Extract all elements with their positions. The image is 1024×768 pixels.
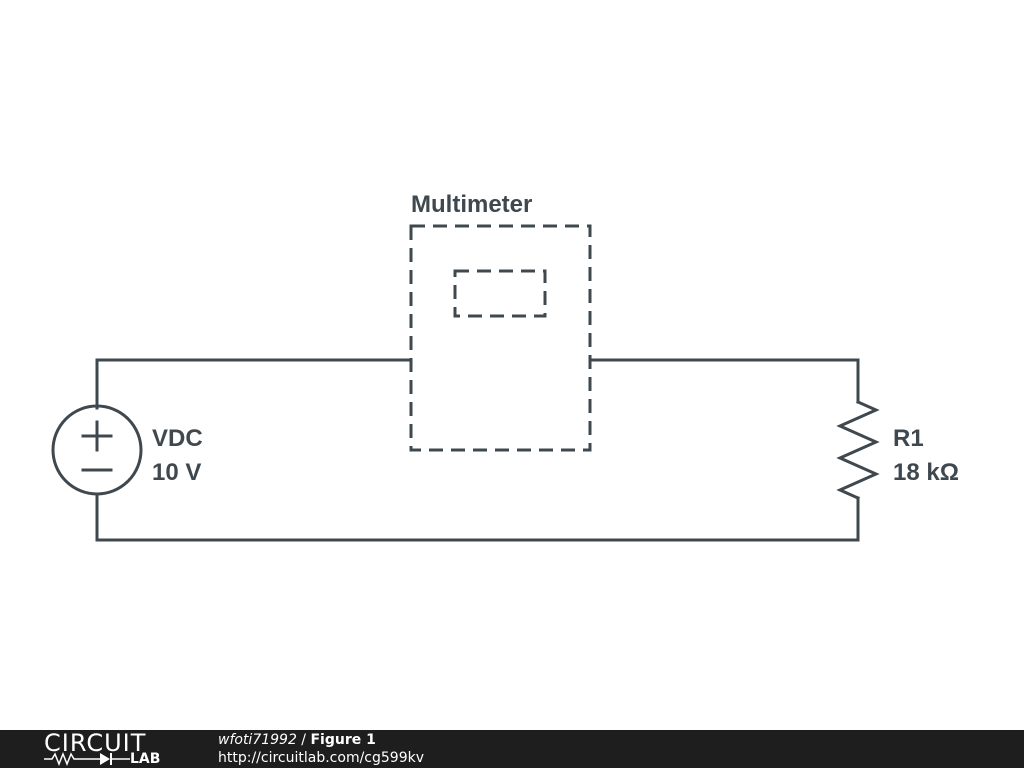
resistor-name: R1 <box>893 425 924 452</box>
credit-separator: / <box>296 732 311 748</box>
footer-bar: CIRCUIT LAB wfoti71992 / Figure 1 http:/… <box>0 730 1024 768</box>
resistor-symbol <box>836 400 880 500</box>
wire-bottom <box>95 492 860 542</box>
author-name: wfoti71992 <box>218 732 297 748</box>
wire-top-right <box>588 358 860 404</box>
resistor-diode-icon <box>44 752 130 766</box>
logo-text-circuit: CIRCUIT <box>44 729 147 757</box>
resistor-value: 18 kΩ <box>893 459 959 486</box>
figure-title: Figure 1 <box>310 732 376 748</box>
circuit-schematic: VDC 10 V R1 18 kΩ Multimeter <box>51 191 959 542</box>
circuitlab-logo: CIRCUIT LAB <box>44 730 174 768</box>
wire-top-left <box>95 358 413 410</box>
source-name: VDC <box>152 425 203 452</box>
logo-text-lab: LAB <box>130 751 161 767</box>
multimeter-label: Multimeter <box>411 191 532 218</box>
multimeter-box <box>409 224 592 452</box>
source-value: 10 V <box>152 459 201 486</box>
multimeter-display <box>453 269 547 318</box>
credit-line: wfoti71992 / Figure 1 <box>218 731 376 749</box>
voltage-source <box>51 404 143 496</box>
circuit-url-link[interactable]: http://circuitlab.com/cg599kv <box>218 750 424 766</box>
